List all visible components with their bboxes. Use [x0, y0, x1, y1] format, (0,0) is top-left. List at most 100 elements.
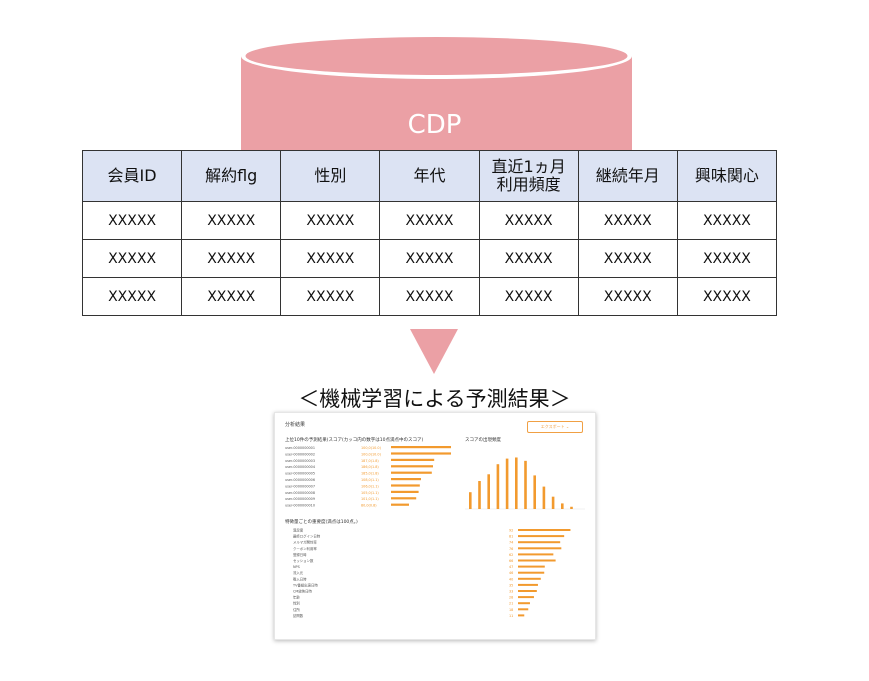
- column-header: 解約flg: [181, 150, 282, 202]
- ranking-bar: [391, 503, 409, 506]
- ranking-user-label: user-0000000007: [285, 484, 315, 488]
- column-header: 直近1ヵ月 利用頻度: [478, 150, 579, 202]
- table-cell: XXXXX: [577, 277, 678, 316]
- export-button[interactable]: エクスポート ⌄: [527, 421, 583, 433]
- histogram-bar: [524, 460, 527, 509]
- feature-name-label: NPS: [293, 565, 300, 569]
- ranking-title: 上位10件の予測結果(スコア(カッコ内の数字は10点満点中のスコア): [285, 438, 424, 443]
- feature-importance-bar: [518, 602, 530, 605]
- ranking-bar: [391, 490, 419, 493]
- ranking-user-label: user-0000000003: [285, 459, 315, 463]
- feature-score-label: 21: [509, 602, 513, 606]
- ranking-bar: [391, 478, 421, 481]
- feature-name-label: 流入元: [293, 570, 304, 575]
- feature-name-label: 住所: [293, 607, 300, 612]
- ranking-bar: [391, 452, 451, 455]
- ranking-score-label: 108,0(1.1): [361, 478, 379, 482]
- histogram-title: スコアの出現頻度: [465, 438, 501, 443]
- result-charts: user-0000000001 100,0(10.0) user-000000000…: [285, 446, 585, 618]
- feature-score-label: 46: [509, 571, 513, 575]
- feature-name-label: 登録日時: [293, 552, 307, 557]
- ranking-user-label: user-0000000008: [285, 491, 315, 495]
- feature-score-label: 62: [509, 553, 513, 557]
- table-cell: XXXXX: [280, 201, 381, 240]
- histogram-bar: [515, 457, 518, 509]
- table-cell: XXXXX: [478, 201, 579, 240]
- column-header: 興味関心: [676, 150, 778, 202]
- feature-importance-bar: [518, 577, 541, 580]
- feature-name-label: クーポン利用率: [293, 546, 317, 551]
- feature-importance-bar: [518, 529, 571, 531]
- histogram-bar: [551, 496, 555, 509]
- feature-importance-bar: [518, 608, 529, 611]
- table-cell: XXXXX: [577, 201, 678, 240]
- feature-name-label: CM放映日時: [293, 589, 312, 594]
- feature-score-label: 28: [509, 596, 513, 600]
- feature-name-label: 最終ログイン日時: [293, 534, 321, 539]
- histogram-bar: [542, 486, 546, 509]
- feature-score-label: 18: [509, 608, 513, 612]
- feature-score-label: 76: [509, 547, 513, 551]
- ranking-user-label: user-0000000004: [285, 465, 315, 469]
- feature-importance-bar: [518, 583, 538, 586]
- ranking-bar: [391, 484, 420, 487]
- feature-name-label: メルマガ開封率: [293, 540, 317, 545]
- histogram-bar: [487, 474, 490, 509]
- prediction-result-card: 分析結果 エクスポート ⌄ 上位10件の予測結果(スコア(カッコ内の数字は10点…: [274, 412, 596, 640]
- ranking-score-label: 100,0(10.0): [361, 446, 382, 450]
- ranking-score-label: 105,0(1.1): [361, 491, 379, 495]
- column-header: 会員ID: [81, 150, 183, 202]
- feature-score-label: 40: [509, 577, 513, 581]
- histogram-bar: [496, 464, 500, 509]
- column-header: 年代: [379, 150, 480, 202]
- table-cell: XXXXX: [181, 201, 282, 240]
- ranking-score-label: 186,0(1.8): [361, 465, 379, 469]
- feature-name-label: 性別: [293, 601, 300, 606]
- ranking-score-label: 100,0(10.0): [361, 452, 382, 456]
- table-header-row: 会員ID 解約flg 性別 年代 直近1ヵ月 利用頻度 継続年月 興味関心: [81, 150, 778, 202]
- table-cell: XXXXX: [676, 277, 778, 316]
- ranking-score-label: 101,0(1.1): [361, 497, 379, 501]
- feature-importance-bar: [518, 590, 537, 592]
- ranking-user-label: user-0000000005: [285, 472, 315, 476]
- feature-score-label: 33: [509, 590, 513, 594]
- table-row: XXXXX XXXXX XXXXX XXXXX XXXXX XXXXX XXXX…: [81, 239, 778, 278]
- feature-importance-bar: [518, 559, 556, 562]
- feature-score-label: 66: [509, 559, 513, 563]
- ranking-bar: [391, 458, 435, 461]
- ranking-user-label: user-0000000001: [285, 446, 315, 450]
- feature-score-label: 92: [509, 529, 513, 533]
- ranking-bar: [391, 497, 417, 500]
- feature-score-label: 74: [509, 541, 513, 545]
- table-cell: XXXXX: [379, 277, 480, 316]
- ranking-bar: [391, 446, 451, 449]
- table-cell: XXXXX: [181, 277, 282, 316]
- histogram-bar: [505, 458, 509, 509]
- table-cell: XXXXX: [81, 201, 183, 240]
- table-row: XXXXX XXXXX XXXXX XXXXX XXXXX XXXXX XXXX…: [81, 201, 778, 240]
- cdp-label: CDP: [407, 110, 462, 140]
- table-cell: XXXXX: [181, 239, 282, 278]
- table-cell: XXXXX: [478, 277, 579, 316]
- table-cell: XXXXX: [280, 239, 381, 278]
- feature-score-label: 11: [509, 614, 513, 618]
- table-cell: XXXXX: [379, 201, 480, 240]
- feature-name-label: 満足度: [293, 528, 304, 533]
- table-cell: XXXXX: [577, 239, 678, 278]
- importance-title: 特徴量ごとの重要度(満点は100点。): [285, 520, 358, 525]
- column-header: 継続年月: [577, 150, 678, 202]
- feature-score-label: 47: [509, 565, 513, 569]
- table-cell: XXXXX: [478, 239, 579, 278]
- ranking-bar: [391, 465, 433, 468]
- feature-importance-bar: [518, 535, 565, 538]
- feature-name-label: 年齢: [293, 595, 300, 600]
- feature-importance-bar: [518, 565, 545, 568]
- feature-name-label: セッション数: [293, 558, 314, 563]
- card-title: 分析結果: [285, 422, 306, 428]
- column-header: 性別: [280, 150, 381, 202]
- feature-importance-bar: [518, 571, 545, 574]
- table-cell: XXXXX: [379, 239, 480, 278]
- feature-importance-bar: [518, 614, 525, 617]
- feature-importance-bar: [518, 596, 534, 599]
- customer-data-table: 会員ID 解約flg 性別 年代 直近1ヵ月 利用頻度 継続年月 興味関心 XX…: [81, 150, 778, 316]
